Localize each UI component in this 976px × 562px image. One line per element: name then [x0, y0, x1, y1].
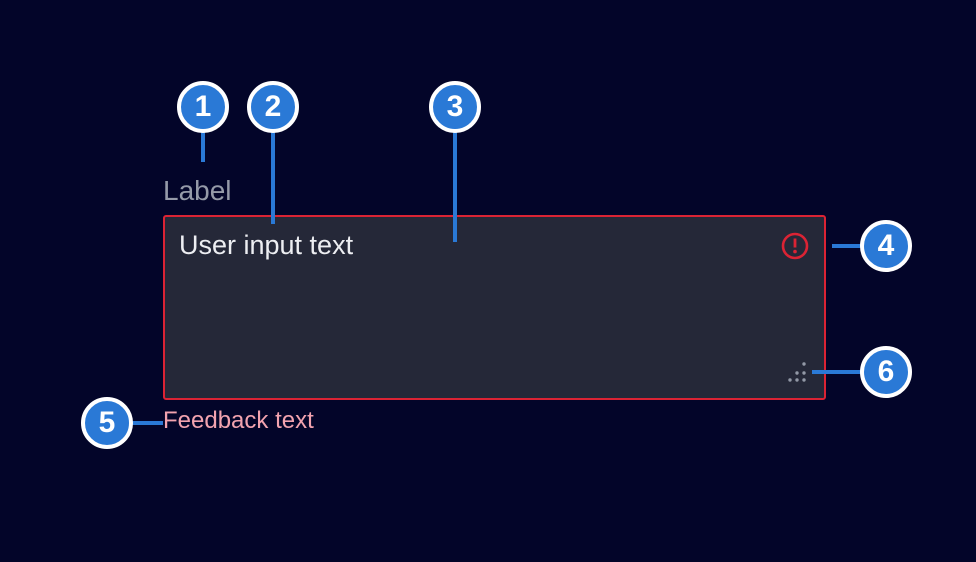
callout-connector-1: [201, 131, 205, 162]
callout-connector-6: [812, 370, 862, 374]
callout-number-1: 1: [194, 90, 212, 123]
resize-grip-icon[interactable]: [787, 361, 807, 382]
field-label: Label: [163, 175, 232, 206]
callout-connector-4: [832, 244, 862, 248]
callout-badge-6: 6: [860, 346, 912, 398]
callout-badge-5: 5: [81, 397, 133, 449]
callout-number-3: 3: [446, 90, 464, 123]
callout-badge-4: 4: [860, 220, 912, 272]
callout-number-6: 6: [877, 355, 895, 388]
callout-badge-3: 3: [429, 81, 481, 133]
callout-badge-2: 2: [247, 81, 299, 133]
callout-number-2: 2: [264, 90, 282, 123]
exclamation-circle-icon: [781, 232, 809, 260]
callout-number-4: 4: [877, 229, 895, 262]
callout-connector-5: [130, 421, 163, 425]
callout-connector-2: [271, 131, 275, 224]
callout-badge-1: 1: [177, 81, 229, 133]
textarea-input[interactable]: User input text: [163, 215, 826, 400]
feedback-text: Feedback text: [163, 407, 314, 434]
callout-number-5: 5: [98, 406, 116, 439]
callout-connector-3: [453, 131, 457, 242]
